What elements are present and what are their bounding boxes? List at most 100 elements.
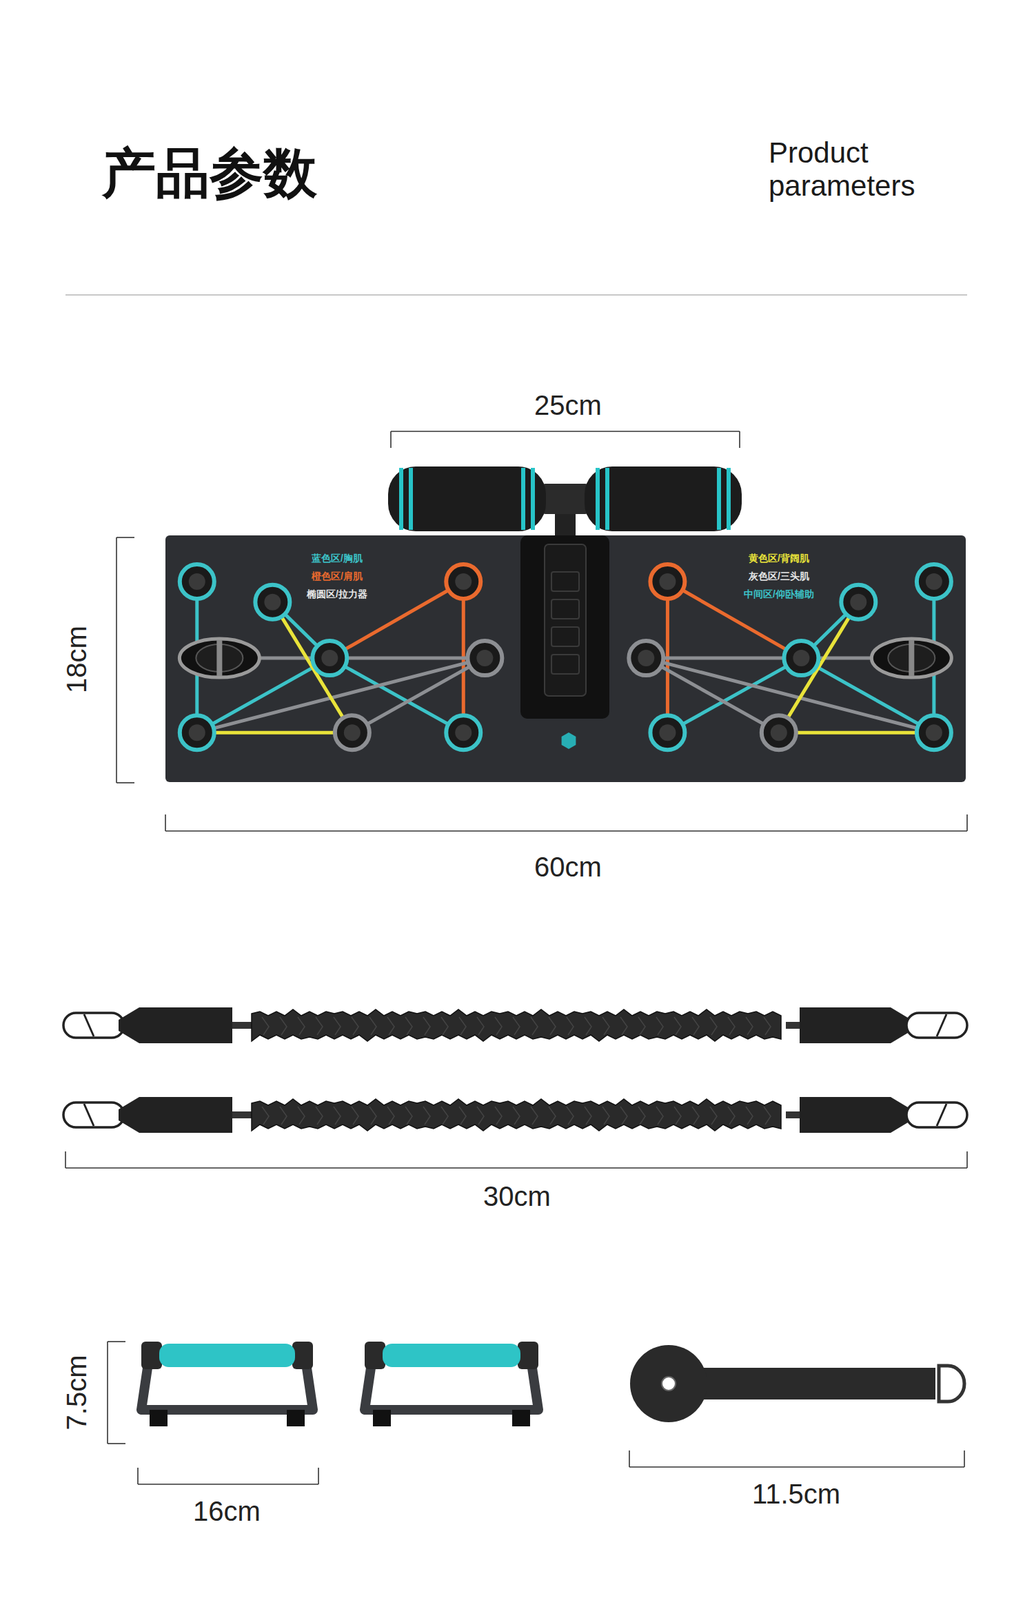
illustration-part (321, 650, 338, 667)
illustration-part (656, 1017, 664, 1036)
oval-slot (179, 639, 260, 678)
illustration-part (541, 483, 590, 515)
illustration-part (906, 1102, 968, 1128)
illustration-part (849, 594, 867, 611)
illustration-part (64, 1151, 67, 1169)
hand-position (179, 564, 215, 600)
illustration-part (387, 1017, 395, 1036)
illustration-part (423, 1017, 431, 1036)
illustration-part (521, 468, 526, 531)
dimension-bracket (390, 431, 740, 449)
illustration-part (232, 1111, 253, 1119)
hand-position (761, 715, 797, 750)
illustration-part (408, 468, 413, 531)
illustration-part (595, 468, 600, 531)
illustration-part (459, 1107, 466, 1125)
illustration-part (637, 650, 655, 667)
illustration-part (620, 1017, 628, 1036)
hand-position (650, 564, 685, 600)
illustration-part (674, 1017, 682, 1036)
illustration-part (799, 1097, 912, 1134)
legend-text: 椭圆区/拉力器 (306, 588, 368, 600)
illustration-part (512, 1107, 520, 1125)
illustration-part (279, 1107, 287, 1125)
illustration-part (65, 1167, 968, 1170)
illustration-part (628, 1451, 631, 1468)
illustration-part (251, 1099, 782, 1132)
hand-position (445, 564, 481, 600)
illustration-part (165, 535, 966, 783)
illustration-part (727, 1107, 735, 1125)
illustration-part (216, 640, 222, 677)
door-anchor (630, 1345, 965, 1423)
legend-entry: 椭圆区/拉力器 (306, 588, 368, 602)
illustration-part (551, 627, 580, 647)
hand-position (628, 641, 664, 676)
illustration-part (936, 1104, 947, 1127)
illustration-part (551, 599, 580, 620)
illustration-part (118, 1007, 233, 1044)
illustration-part (661, 1377, 676, 1392)
dimension-label: 18cm (61, 625, 93, 694)
illustration-part (188, 724, 206, 742)
legend-entry: 中间区/仰卧辅助 (743, 588, 815, 602)
illustration-part (107, 1443, 126, 1445)
illustration-part (966, 1151, 968, 1169)
illustration-part (286, 1410, 305, 1427)
illustration-part (638, 1107, 646, 1125)
illustration-part (792, 650, 810, 667)
illustration-part (659, 573, 676, 591)
illustration-part (674, 1107, 682, 1125)
illustration-part (738, 431, 741, 449)
sit-up-roller (388, 466, 742, 538)
illustration-part (602, 1017, 610, 1036)
illustration-part (84, 1104, 94, 1127)
illustration-part (405, 1107, 413, 1125)
push-up-handle (141, 1342, 313, 1427)
illustration-part (315, 1017, 323, 1036)
illustration-part (333, 1107, 341, 1125)
illustration-part (512, 1017, 520, 1036)
hand-position (312, 641, 347, 676)
dimension-label: 7.5cm (61, 1355, 93, 1432)
illustration-part (530, 468, 535, 531)
illustration-part (906, 1013, 968, 1039)
illustration-part (364, 1342, 386, 1370)
illustration-part (387, 1107, 395, 1125)
illustration-part (551, 654, 580, 675)
illustration-part (530, 1107, 538, 1125)
illustration-part (63, 1013, 125, 1039)
illustration-part (297, 1017, 305, 1036)
illustration-part (966, 814, 968, 832)
illustration-part (454, 573, 472, 591)
hand-position (783, 641, 819, 676)
legend-entry: 黄色区/背阔肌 (748, 552, 810, 566)
illustration-part (710, 1107, 717, 1125)
illustration-part (710, 1017, 717, 1036)
illustration-part (605, 468, 610, 531)
illustration-part (118, 1097, 233, 1134)
logo-mark (561, 732, 577, 750)
illustration-part (692, 1368, 936, 1401)
illustration-part (388, 466, 546, 532)
illustration-part (512, 1410, 531, 1427)
resistance-band (63, 1007, 968, 1044)
guide-line (778, 602, 859, 734)
illustration-part (566, 1017, 574, 1036)
illustration-part (566, 1107, 574, 1125)
push-up-board (165, 535, 966, 783)
illustration-part (770, 724, 788, 742)
illustration-part (726, 468, 731, 531)
illustration-part (159, 1344, 296, 1368)
illustration-part (149, 1410, 168, 1427)
illustration-part (745, 1017, 753, 1036)
illustration-part (727, 1017, 735, 1036)
illustration-part (785, 1111, 802, 1119)
illustration-part (165, 830, 968, 833)
illustration-part (351, 1017, 359, 1036)
illustration-part (116, 782, 135, 784)
illustration-part (137, 1484, 319, 1486)
illustration-part (630, 1345, 708, 1423)
illustration-part (548, 1107, 556, 1125)
illustration-part (232, 1022, 253, 1030)
